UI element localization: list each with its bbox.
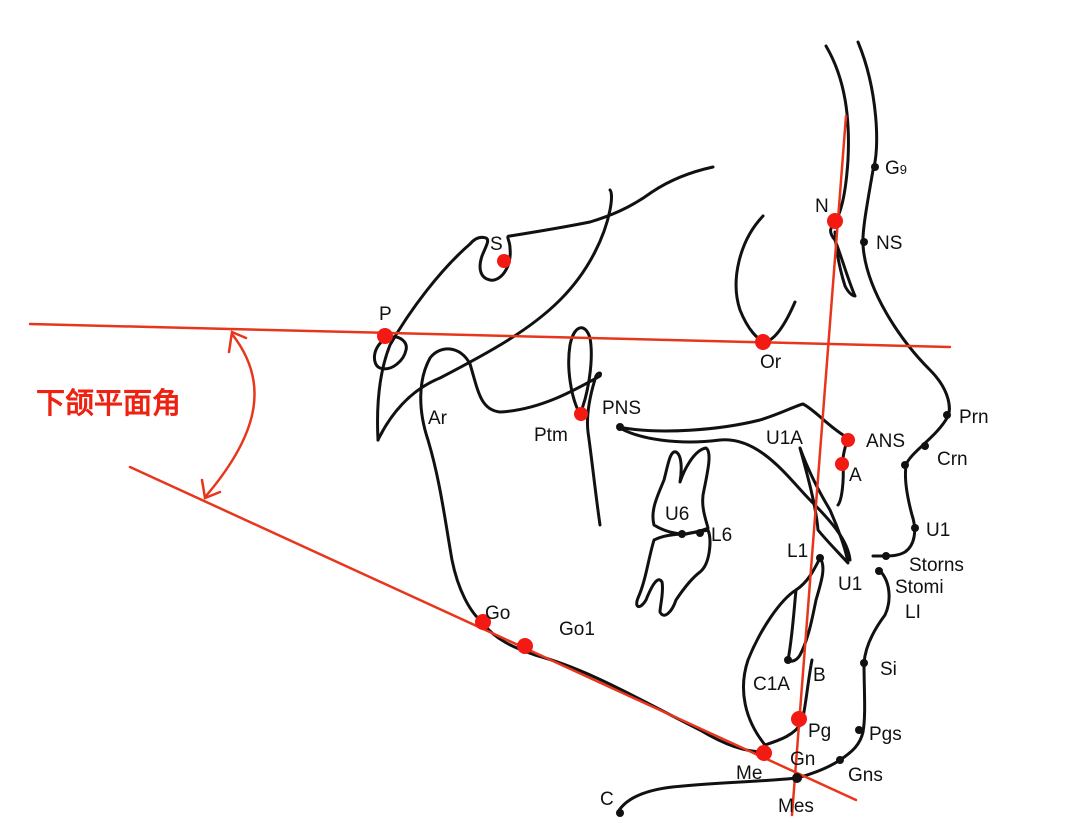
palate-lower <box>616 425 852 562</box>
landmark-p-dot <box>377 328 393 344</box>
landmark-pns-dot <box>616 423 624 431</box>
label-gg-sub: 9 <box>900 162 907 177</box>
label-crn: Crn <box>937 449 968 470</box>
landmark-n-dot <box>827 213 843 229</box>
mandible-lower-border <box>480 620 767 754</box>
soft-tissue-landmarks <box>616 163 951 817</box>
label-u1-soft: U1 <box>926 520 950 541</box>
label-l6: L6 <box>711 525 732 546</box>
landmark-l6-dot <box>696 529 704 537</box>
soft-tissue-profile-upper <box>856 40 951 558</box>
landmark-pgs-dot <box>855 726 863 734</box>
label-or: Or <box>760 352 782 373</box>
label-prn: Prn <box>959 407 989 428</box>
landmark-or-dot <box>755 334 771 350</box>
label-li: LI <box>905 602 921 623</box>
label-gns: Gns <box>848 765 883 786</box>
label-go1: Go1 <box>559 619 595 640</box>
label-stomi: Stomi <box>895 577 944 598</box>
landmark-crn-dot <box>921 442 929 450</box>
neck-contour <box>616 776 799 814</box>
palate <box>616 402 850 440</box>
landmark-c1a-dot <box>784 656 792 664</box>
label-u1a: U1A <box>766 428 803 449</box>
label-go: Go <box>485 603 510 624</box>
lower-molar <box>635 528 712 617</box>
arrow-head-bottom-icon <box>200 478 222 500</box>
landmark-u1-soft-dot <box>911 524 919 532</box>
label-si: Si <box>880 659 897 680</box>
anatomical-tracing <box>373 40 951 814</box>
landmark-ptm-dot <box>574 407 588 421</box>
label-pgs: Pgs <box>869 724 902 745</box>
clivus <box>376 188 613 442</box>
landmark-storns-dot <box>882 552 890 560</box>
orbit-contour <box>734 214 797 344</box>
landmark-pg-dot <box>791 711 807 727</box>
label-p: P <box>379 304 392 325</box>
label-me: Me <box>736 763 762 784</box>
landmark-ans-dot <box>841 433 855 447</box>
reference-lines <box>28 114 952 817</box>
label-ptm: Ptm <box>534 425 568 446</box>
landmark-s-dot <box>497 254 511 268</box>
pterygoid-process <box>468 362 602 527</box>
angle-arc <box>204 332 256 498</box>
label-c: C <box>600 789 614 810</box>
landmark-prn-dot <box>943 411 951 419</box>
cranial-base <box>508 165 715 238</box>
label-n: N <box>815 196 829 217</box>
landmark-l1-dot <box>816 554 824 562</box>
label-pg: Pg <box>808 721 831 742</box>
landmark-me-dot <box>756 745 772 761</box>
landmark-mes-dot <box>792 773 802 783</box>
label-pns: PNS <box>602 398 641 419</box>
label-storns: Storns <box>909 555 964 576</box>
arrow-head-top-icon <box>227 330 248 354</box>
landmark-go-dot <box>475 614 491 630</box>
landmark-c-dot <box>616 809 624 817</box>
red-landmarks <box>377 213 855 761</box>
label-gg: G9 <box>885 158 907 179</box>
label-ans: ANS <box>866 431 905 452</box>
frontal-bone <box>824 44 857 298</box>
mandibular-plane-line <box>128 465 858 802</box>
landmark-gg-dot <box>871 163 879 171</box>
landmark-stomi-dot <box>875 567 883 575</box>
label-ns: NS <box>876 233 902 254</box>
landmark-go1-dot <box>517 638 533 654</box>
landmark-labels: S N P Or Ptm PNS Ar ANS A U1A U6 L6 L1 U… <box>379 158 989 817</box>
label-ar: Ar <box>428 408 448 429</box>
label-b: B <box>813 665 826 686</box>
label-gn: Gn <box>790 749 815 770</box>
landmark-ns-dot <box>860 238 868 246</box>
diagram-title: 下颌平面角 <box>36 386 181 420</box>
facial-line <box>790 114 848 817</box>
label-u1: U1 <box>838 574 862 595</box>
upper-incisor <box>798 446 850 565</box>
pterygomaxillary-fissure <box>567 326 593 416</box>
landmark-u6-dot <box>678 530 686 538</box>
label-u6: U6 <box>665 504 689 525</box>
symphysis <box>741 588 814 747</box>
label-gg-main: G <box>885 158 900 179</box>
porion-ring <box>373 335 408 371</box>
fh-plane-line <box>28 322 952 349</box>
maxilla-anterior <box>836 436 850 507</box>
label-mes: Mes <box>778 796 814 817</box>
landmark-gns-dot <box>836 756 844 764</box>
landmark-a-dot <box>835 457 849 471</box>
lower-incisor <box>786 556 825 663</box>
landmark-si-dot <box>860 659 868 667</box>
condyle-ramus <box>419 347 484 624</box>
landmark-subnasale-dot <box>901 461 909 469</box>
label-l1: L1 <box>787 541 808 562</box>
label-a: A <box>849 465 862 486</box>
label-s: S <box>490 234 503 255</box>
label-c1a: C1A <box>753 674 790 695</box>
